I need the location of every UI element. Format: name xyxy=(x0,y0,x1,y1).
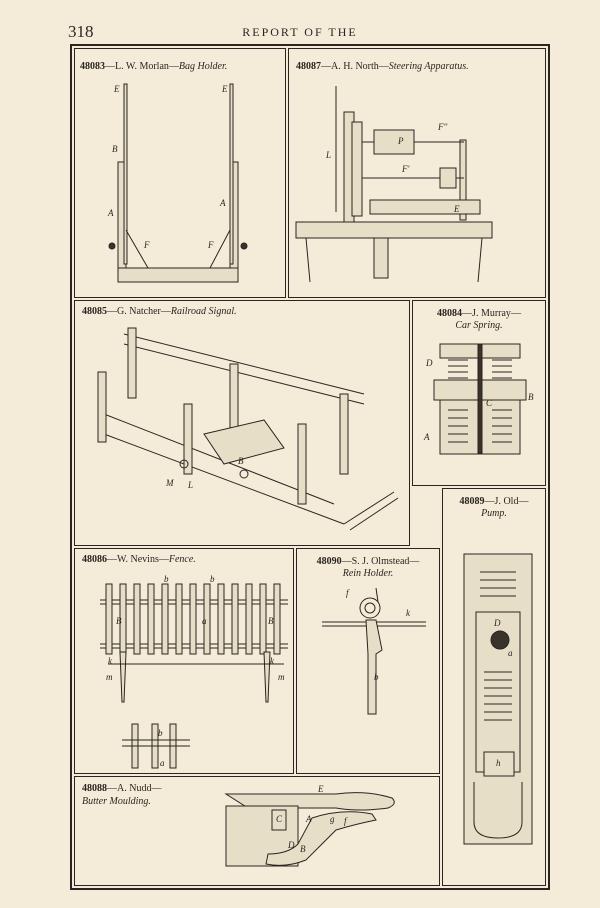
title: Rein Holder. xyxy=(342,568,394,579)
label-p: P xyxy=(397,136,404,146)
label-a1: A xyxy=(107,208,114,218)
caption-railroad: 48085—G. Natcher—Railroad Signal. xyxy=(82,306,237,317)
inventor: A. Nudd xyxy=(117,783,152,794)
page-number: 318 xyxy=(68,22,94,41)
label-l: L xyxy=(325,150,331,160)
label-f: f xyxy=(344,816,348,826)
inventor: J. Old xyxy=(494,496,519,507)
label-h: h xyxy=(496,758,501,768)
label-e: E xyxy=(453,204,460,214)
caption-pump: 48089—J. Old—Pump. xyxy=(459,496,529,519)
running-head: REPORT OF THE xyxy=(242,25,358,39)
title: Pump. xyxy=(481,508,507,519)
inventor: S. J. Olmstead xyxy=(351,556,410,567)
title: Car Spring. xyxy=(455,320,503,331)
panel-fence xyxy=(74,548,294,774)
label-a2: A xyxy=(219,198,226,208)
label-f1: F xyxy=(143,240,150,250)
bag-holder-drawing: E E B A A F F xyxy=(107,83,248,283)
label-d: D xyxy=(493,618,501,628)
railroad-drawing: B M L xyxy=(97,327,399,531)
label-as: a xyxy=(160,758,165,768)
panel-car-spring xyxy=(412,300,546,486)
label-b2: b xyxy=(210,574,215,584)
caption-rein-holder: 48090—S. J. Olmstead—Rein Holder. xyxy=(316,556,420,579)
fence-drawing: b b B B a k k m m b a xyxy=(100,574,288,769)
label-b: B xyxy=(528,392,534,402)
label-m: M xyxy=(165,478,174,488)
title: Butter Moulding. xyxy=(82,796,151,807)
label-a: A xyxy=(305,814,312,824)
label-b: b xyxy=(374,672,379,682)
car-spring-drawing: D B C A xyxy=(423,343,534,455)
patent-number: 48090 xyxy=(316,556,342,567)
panel-pump xyxy=(442,488,546,886)
panel-railroad xyxy=(74,300,410,546)
label-l: L xyxy=(187,480,193,490)
rein-holder-drawing: f k b xyxy=(322,587,426,715)
panel-steering xyxy=(288,48,546,298)
label-b1: b xyxy=(164,574,169,584)
label-f: f xyxy=(346,588,350,598)
caption-fence: 48086—W. Nevins—Fence. xyxy=(82,554,196,565)
label-m2: m xyxy=(278,672,285,682)
label-bb1: B xyxy=(116,616,122,626)
label-k2: k xyxy=(270,656,275,666)
butter-drawing: E C A g f D B xyxy=(224,784,395,867)
label-d: D xyxy=(287,840,295,850)
label-a: a xyxy=(202,616,207,626)
pump-drawing: D a h xyxy=(463,553,533,845)
label-bs: b xyxy=(158,728,163,738)
label-c: C xyxy=(486,398,493,408)
label-f2: F xyxy=(207,240,214,250)
inventor: A. H. North xyxy=(331,61,379,72)
title: Bag Holder. xyxy=(178,61,228,72)
caption-car-spring: 48084—J. Murray—Car Spring. xyxy=(437,308,521,331)
patent-number: 48083 xyxy=(80,61,105,72)
patent-number: 48086 xyxy=(82,554,107,565)
label-bb2: B xyxy=(268,616,274,626)
label-b: B xyxy=(238,456,244,466)
patent-number: 48088 xyxy=(82,783,107,794)
caption-butter: 48088—A. Nudd—Butter Moulding. xyxy=(82,783,162,807)
label-e: E xyxy=(317,784,324,794)
panel-butter xyxy=(74,776,440,886)
label-e2: E xyxy=(221,84,228,94)
label-b: B xyxy=(112,144,118,154)
panel-bag-holder xyxy=(74,48,286,298)
caption-bag-holder: 48083—L. W. Morlan—Bag Holder. xyxy=(80,61,228,72)
label-m1: m xyxy=(106,672,113,682)
title: Railroad Signal. xyxy=(170,306,237,317)
patent-number: 48087 xyxy=(296,61,321,72)
pickets xyxy=(105,583,281,655)
label-g: g xyxy=(330,814,335,824)
plate-frame xyxy=(70,44,550,890)
patent-number: 48084 xyxy=(437,308,463,319)
label-f2: F'' xyxy=(437,122,448,132)
label-a: a xyxy=(508,648,513,658)
panel-rein-holder xyxy=(296,548,440,774)
caption-steering: 48087—A. H. North—Steering Apparatus. xyxy=(296,61,469,72)
label-b: B xyxy=(300,844,306,854)
patent-number: 48089 xyxy=(459,496,485,507)
title: Fence. xyxy=(168,554,196,565)
label-d: D xyxy=(425,358,433,368)
inventor: L. W. Morlan xyxy=(115,61,169,72)
label-k1: k xyxy=(108,656,113,666)
inventor: J. Murray xyxy=(472,308,511,319)
inventor: G. Natcher xyxy=(117,306,161,317)
label-e1: E xyxy=(113,84,120,94)
label-f1: F' xyxy=(401,164,410,174)
steering-drawing: L F'' F' P E xyxy=(295,86,493,283)
label-a: A xyxy=(423,432,430,442)
label-k: k xyxy=(406,608,411,618)
inventor: W. Nevins xyxy=(117,554,159,565)
patent-number: 48085 xyxy=(82,306,107,317)
label-c: C xyxy=(276,814,283,824)
title: Steering Apparatus. xyxy=(388,61,469,72)
